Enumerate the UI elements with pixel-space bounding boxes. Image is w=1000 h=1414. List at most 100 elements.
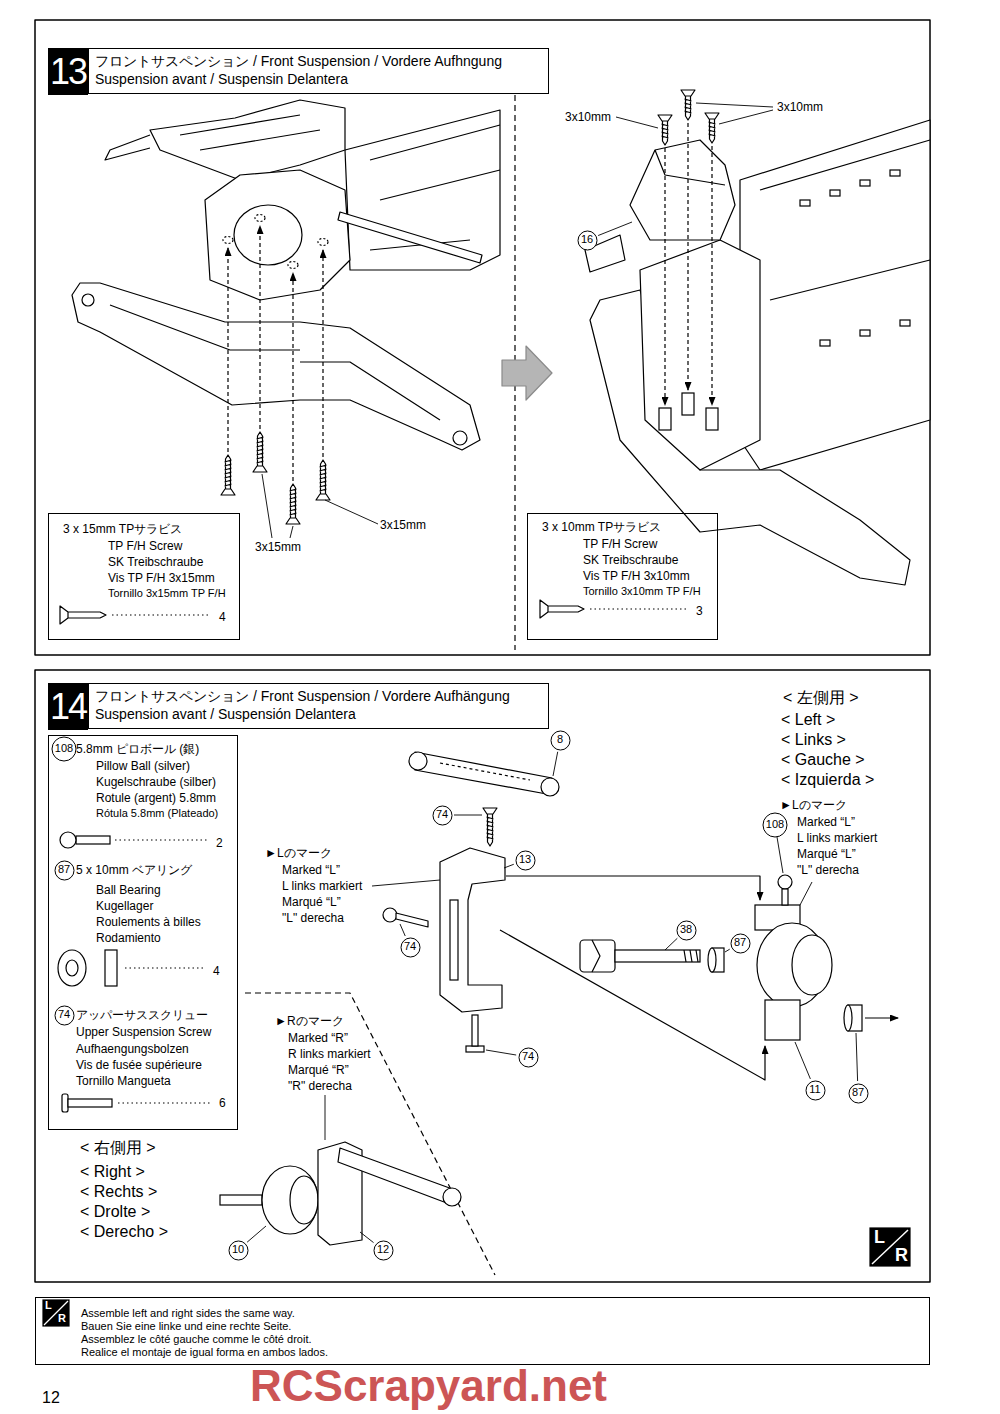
callout-number: 108 bbox=[55, 742, 73, 755]
insert-guide bbox=[259, 226, 260, 429]
assembly-line bbox=[506, 876, 760, 900]
chassis-plate bbox=[740, 120, 930, 470]
callout-number: 16 bbox=[581, 233, 593, 246]
leader-line bbox=[400, 924, 405, 936]
callout-circle bbox=[374, 1241, 393, 1260]
callout-circle bbox=[578, 231, 597, 250]
hub-face bbox=[290, 1176, 318, 1224]
part-text: Vis TP F/H 3x10mm bbox=[583, 569, 690, 583]
step-frame bbox=[35, 670, 930, 1282]
side-label: < Gauche > bbox=[781, 750, 865, 769]
callout-number: 74 bbox=[58, 1008, 70, 1021]
part-text: 5 x 10mm ベアリング bbox=[76, 863, 192, 877]
bearing-face bbox=[708, 948, 716, 972]
part-text: TP F/H Screw bbox=[108, 539, 182, 553]
mount-post bbox=[706, 408, 718, 430]
callout-number: 74 bbox=[54, 1005, 75, 1026]
insert-guide bbox=[865, 1017, 898, 1018]
callout-number: 13 bbox=[515, 850, 536, 871]
dimension-label: 3x10mm bbox=[777, 100, 823, 114]
leader-line bbox=[777, 837, 783, 873]
lr-icon bbox=[43, 1300, 69, 1326]
insert-guide bbox=[322, 250, 323, 457]
callout-circle bbox=[433, 806, 452, 825]
step-number: 13 bbox=[48, 48, 88, 95]
callout-number: 87 bbox=[54, 860, 75, 881]
watermark: RCScrapyard.net bbox=[250, 1364, 607, 1408]
part-text: Ball Bearing bbox=[96, 883, 161, 897]
pillow-ball-thread bbox=[782, 889, 788, 905]
side-label: < Right > bbox=[80, 1162, 145, 1181]
callout-number: 74 bbox=[518, 1047, 539, 1068]
side-label: < Drolte > bbox=[80, 1202, 150, 1221]
marker-note: "R" derecha bbox=[288, 1079, 352, 1093]
callout-number: 16 bbox=[577, 230, 598, 251]
callout-number: 74 bbox=[432, 805, 453, 826]
part-text: Kugellager bbox=[96, 899, 153, 913]
chassis-detail bbox=[760, 140, 930, 300]
quantity-dots bbox=[590, 608, 688, 609]
arm-pivot bbox=[453, 431, 467, 445]
part-text: Tornillo 3x15mm TP F/H bbox=[108, 587, 226, 600]
parts-box: 3 x 10mm TPサラビスTP F/H ScrewSK Treibschra… bbox=[527, 513, 718, 640]
screw bbox=[253, 432, 267, 472]
leader-line bbox=[372, 880, 440, 886]
callout-circle bbox=[229, 1241, 248, 1260]
leader-line bbox=[247, 1226, 266, 1242]
screw bbox=[681, 90, 695, 120]
leader-line bbox=[262, 474, 272, 538]
leader-line bbox=[454, 815, 482, 816]
leader-line bbox=[360, 1232, 374, 1243]
chassis-slot bbox=[800, 200, 810, 206]
link-end bbox=[409, 752, 427, 770]
chassis-slot bbox=[860, 330, 870, 336]
hub-face bbox=[792, 935, 832, 995]
assembly-line bbox=[500, 930, 765, 1080]
part-text: Kugelschraube (silber) bbox=[96, 775, 216, 789]
side-label: < Rechts > bbox=[80, 1182, 157, 1201]
callout-circle bbox=[763, 813, 787, 837]
bearing-face bbox=[844, 1005, 852, 1031]
leader-line bbox=[856, 1033, 858, 1081]
axle-slot bbox=[592, 940, 600, 972]
mount-post bbox=[659, 408, 671, 430]
marker-note: ►Lのマーク bbox=[780, 798, 847, 812]
insert-guide bbox=[664, 148, 665, 405]
leader-line bbox=[486, 1050, 516, 1055]
leader-line bbox=[696, 103, 773, 107]
marker-note: L links markiert bbox=[282, 879, 362, 893]
quantity-dots bbox=[125, 967, 205, 968]
part-text: Vis de fusée supérieure bbox=[76, 1058, 202, 1072]
callout-number: 74 bbox=[522, 1050, 534, 1063]
front-bulkhead bbox=[640, 240, 760, 470]
part-text: Pillow Ball (silver) bbox=[96, 759, 190, 773]
part-text: 3 bbox=[696, 604, 703, 618]
marker-note: Marqué “L” bbox=[797, 847, 856, 861]
leader-line bbox=[725, 949, 730, 952]
carrier-slot bbox=[450, 900, 458, 980]
callout-circle bbox=[519, 1048, 538, 1067]
callout-circle bbox=[55, 1006, 74, 1025]
note-box: Assemble left and right sides the same w… bbox=[35, 1297, 930, 1365]
callout-circle bbox=[806, 1081, 825, 1100]
side-label: < 右側用 > bbox=[80, 1138, 156, 1157]
part-text: Tornillo 3x10mm TP F/H bbox=[583, 585, 701, 598]
marker-note: Marqué “R” bbox=[288, 1063, 349, 1077]
arm-pivot bbox=[82, 294, 94, 306]
callout-number: 10 bbox=[228, 1240, 249, 1261]
note-text: Bauen Sie eine linke und eine rechte Sei… bbox=[81, 1320, 291, 1333]
step-title: フロントサスペンション / Front Suspension / Vordere… bbox=[95, 52, 543, 88]
lr-icon-letter: L bbox=[45, 1299, 52, 1312]
shock-tower bbox=[150, 100, 345, 180]
callout-number: 87 bbox=[848, 1083, 869, 1104]
steering-rod bbox=[338, 212, 482, 263]
step-frame bbox=[35, 20, 930, 655]
part-text: 6 bbox=[219, 1096, 226, 1110]
part-text: 5.8mm ピロボール (銀) bbox=[76, 742, 199, 756]
chassis-slot bbox=[830, 190, 840, 196]
callout-number: 8 bbox=[550, 730, 571, 751]
quantity-dots bbox=[112, 614, 210, 615]
screw-head bbox=[62, 1094, 68, 1112]
marker-note: R links markiert bbox=[288, 1047, 371, 1061]
